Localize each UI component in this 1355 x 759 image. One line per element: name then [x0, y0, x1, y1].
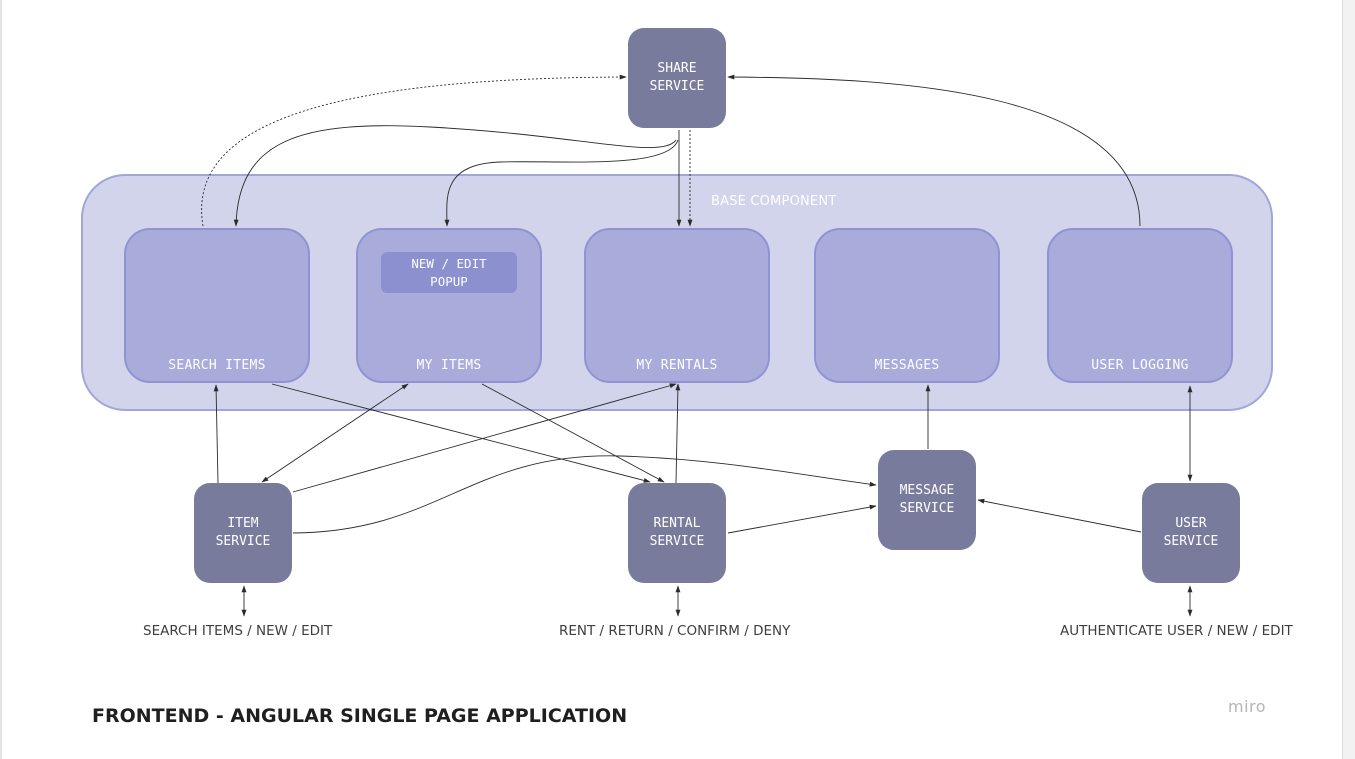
user-logging-component[interactable]: USER LOGGING — [1047, 228, 1233, 383]
connector-share-to-search — [233, 125, 677, 227]
connector-my-items-item — [261, 383, 409, 483]
page-title: FRONTEND - ANGULAR SINGLE PAGE APPLICATI… — [92, 705, 628, 727]
search-items-component[interactable]: SEARCH ITEMS — [124, 228, 310, 383]
item-service-node[interactable]: ITEM SERVICE — [194, 483, 292, 583]
message-service-node[interactable]: MESSAGE SERVICE — [878, 450, 976, 550]
connector-rental-to-my-rentals — [675, 383, 681, 484]
user-logging-label: USER LOGGING — [1091, 358, 1189, 373]
messages-label: MESSAGES — [874, 358, 940, 373]
connector-user-to-message — [977, 498, 1142, 533]
connector-item-to-search — [213, 384, 219, 484]
miro-logo: miro — [1228, 697, 1267, 716]
rental-service-node[interactable]: RENTAL SERVICE — [628, 483, 726, 583]
base-component-label: BASE COMPONENT — [711, 194, 837, 209]
user-service-caption: AUTHENTICATE USER / NEW / EDIT — [1060, 623, 1293, 639]
canvas-left-edge — [0, 0, 2, 759]
share-service-node[interactable]: SHARE SERVICE — [628, 28, 726, 128]
connector-rental-to-message — [727, 504, 877, 534]
user-service-node[interactable]: USER SERVICE — [1142, 483, 1240, 583]
rental-service-caption: RENT / RETURN / CONFIRM / DENY — [559, 623, 791, 639]
messages-component[interactable]: MESSAGES — [814, 228, 1000, 383]
my-rentals-label: MY RENTALS — [636, 358, 718, 373]
search-items-label: SEARCH ITEMS — [168, 358, 266, 373]
new-edit-popup-label: NEW / EDIT POPUP — [411, 255, 487, 289]
my-rentals-component[interactable]: MY RENTALS — [584, 228, 770, 383]
connector-item-to-my-rentals — [292, 383, 677, 493]
connector-search-to-rental — [271, 383, 651, 483]
canvas-right-scrollbar[interactable] — [1342, 0, 1355, 759]
connector-my-items-to-rental — [481, 383, 665, 483]
connector-search-to-share-dotted — [201, 74, 627, 227]
item-service-caption: SEARCH ITEMS / NEW / EDIT — [143, 623, 333, 639]
connector-user-logging-to-share — [727, 74, 1141, 227]
my-items-label: MY ITEMS — [416, 358, 482, 373]
connector-share-to-my-items — [444, 139, 679, 227]
connector-item-to-message — [292, 455, 877, 534]
new-edit-popup[interactable]: NEW / EDIT POPUP — [381, 252, 517, 293]
